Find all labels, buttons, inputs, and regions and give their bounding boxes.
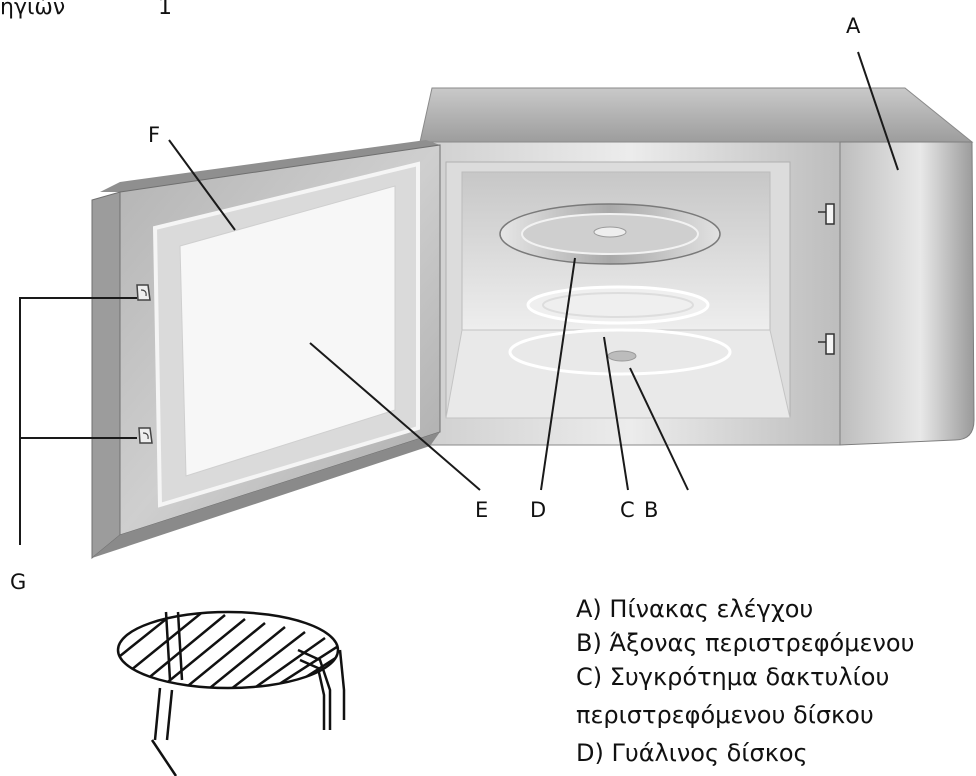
glass-plate bbox=[499, 203, 721, 265]
door-latch-hooks bbox=[136, 284, 153, 444]
callout-label-G: G bbox=[10, 570, 27, 594]
header-fragment: ηγιών bbox=[0, 0, 66, 20]
microwave-door bbox=[91, 140, 441, 560]
leader-C bbox=[603, 336, 629, 491]
callout-lines bbox=[19, 51, 899, 545]
callout-label-B: B bbox=[644, 498, 659, 522]
callout-label-E: E bbox=[475, 498, 489, 522]
leader-B bbox=[629, 367, 689, 491]
callout-label-F: F bbox=[148, 123, 161, 147]
wire-rack bbox=[116, 610, 346, 776]
leader-G bbox=[19, 297, 137, 545]
legend-item-a: A) Πίνακας ελέγχου bbox=[576, 595, 814, 623]
legend-item-d: D) Γυάλινος δίσκος bbox=[576, 739, 808, 767]
callout-label-C: C bbox=[620, 498, 635, 522]
callout-label-A: A bbox=[846, 14, 861, 38]
callout-label-D: D bbox=[530, 498, 547, 522]
leader-E bbox=[309, 342, 481, 491]
turntable-axis bbox=[607, 350, 637, 362]
legend-item-c-continued: περιστρεφόμενου δίσκου bbox=[576, 701, 874, 729]
legend-item-c: C) Συγκρότημα δακτυλίου bbox=[576, 663, 890, 691]
page-number: 1 bbox=[158, 0, 172, 20]
turntable-ring bbox=[526, 285, 710, 362]
leader-A bbox=[857, 51, 899, 171]
leader-F bbox=[168, 139, 236, 231]
legend-item-b: B) Άξονας περιστρεφόμενου bbox=[576, 629, 915, 657]
latch-slots bbox=[818, 203, 835, 355]
leader-D bbox=[540, 257, 576, 491]
